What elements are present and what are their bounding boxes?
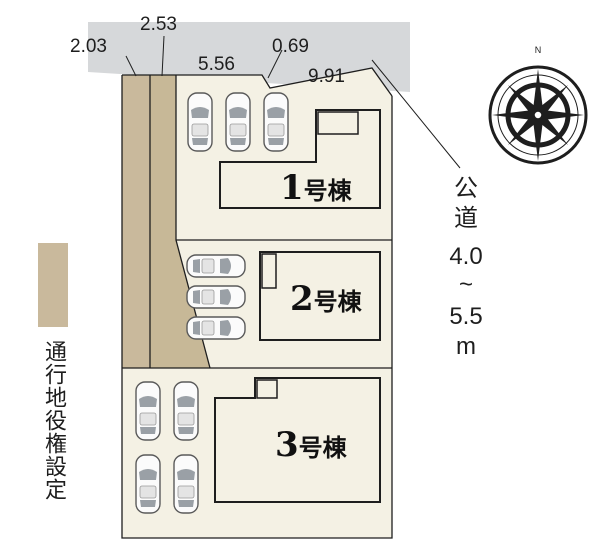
building-3-label: 3号棟 bbox=[275, 425, 348, 465]
dim-5-56: 5.56 bbox=[198, 54, 235, 75]
building-1-suffix: 号棟 bbox=[304, 176, 353, 205]
legend-swatch bbox=[38, 243, 68, 327]
car-icon bbox=[135, 381, 161, 441]
car-icon bbox=[186, 316, 246, 340]
compass-rose-icon: N bbox=[488, 45, 588, 165]
building-3-suffix: 号棟 bbox=[299, 433, 348, 462]
car-icon bbox=[263, 92, 289, 152]
car-icon bbox=[186, 285, 246, 309]
parking-row-1 bbox=[187, 92, 289, 152]
easement-strip-left bbox=[122, 75, 150, 368]
car-icon bbox=[173, 381, 199, 441]
building-2-number: 2 bbox=[290, 279, 314, 319]
car-icon bbox=[187, 92, 213, 152]
compass-north-label: N bbox=[535, 45, 542, 55]
building-2-label: 2号棟 bbox=[290, 279, 363, 319]
dimension-leaders bbox=[125, 35, 461, 169]
building-3-number: 3 bbox=[275, 425, 299, 465]
car-icon bbox=[135, 454, 161, 514]
road-width-max: 5.5 bbox=[449, 303, 483, 330]
road-label-char-2: 道 bbox=[454, 205, 478, 232]
lot-boundaries bbox=[121, 67, 393, 539]
dim-2-53: 2.53 bbox=[140, 14, 177, 35]
easement-strip-right bbox=[150, 75, 210, 368]
dim-2-03: 2.03 bbox=[70, 36, 107, 57]
car-icon bbox=[173, 454, 199, 514]
parking-row-2 bbox=[186, 254, 246, 340]
building-2-suffix: 号棟 bbox=[314, 287, 363, 316]
car-icon bbox=[225, 92, 251, 152]
legend-easement-label: 通行地役権設定 bbox=[41, 340, 66, 501]
building-3-entry bbox=[256, 379, 278, 399]
dim-9-91: 9.91 bbox=[308, 66, 345, 87]
building-3-outline bbox=[214, 377, 381, 503]
road-label-char-1: 公 bbox=[454, 175, 478, 202]
building-1-number: 1 bbox=[280, 168, 304, 208]
road-width-tilde: ~ bbox=[458, 271, 473, 298]
dim-0-69: 0.69 bbox=[272, 36, 309, 57]
building-1-entry bbox=[317, 111, 359, 135]
building-2-outline bbox=[259, 251, 381, 341]
building-2-entry bbox=[261, 253, 277, 289]
building-1-label: 1号棟 bbox=[280, 168, 353, 208]
road-width-min: 4.0 bbox=[449, 243, 483, 270]
car-icon bbox=[186, 254, 246, 278]
road-width-unit: m bbox=[456, 333, 476, 360]
